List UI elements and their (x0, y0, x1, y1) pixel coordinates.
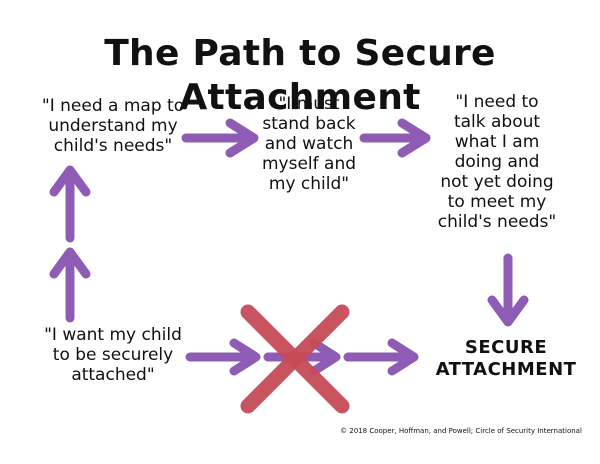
node-line: "I must (278, 94, 340, 114)
node-want-secure: "I want my child to be securely attached… (32, 325, 194, 385)
node-line: child's needs" (53, 136, 173, 156)
node-line: ATTACHMENT (435, 359, 577, 380)
node-secure-attachment: SECURE ATTACHMENT (432, 337, 580, 381)
node-line: "I need to (455, 92, 539, 112)
node-line: to meet my (447, 192, 547, 212)
node-line: understand my (48, 116, 178, 136)
arrow-down-icon (487, 253, 529, 327)
arrow-up-icon (49, 165, 91, 243)
node-line: "I need a map to (41, 96, 185, 116)
copyright-notice: © 2018 Cooper, Hoffman, and Powell; Circ… (340, 427, 582, 435)
node-line: stand back (262, 114, 356, 134)
node-stand-back: "I must stand back and watch myself and … (250, 94, 368, 194)
node-line: and watch (264, 134, 354, 154)
node-line: talk about (453, 112, 541, 132)
arrow-right-icon (343, 338, 419, 376)
node-need-map: "I need a map to understand my child's n… (38, 96, 188, 156)
arrow-group (49, 118, 529, 376)
node-line: doing and (454, 152, 540, 172)
cross-out-icon (240, 304, 350, 414)
node-line: attached" (71, 365, 155, 385)
node-talk-about: "I need to talk about what I am doing an… (418, 92, 576, 232)
node-line: myself and (261, 154, 357, 174)
arrow-right-icon (359, 118, 431, 158)
diagram-title: The Path to Secure Attachment (104, 33, 496, 118)
arrow-up-icon (49, 247, 91, 323)
node-line: SECURE (464, 337, 548, 358)
arrow-right-icon (181, 118, 259, 158)
node-line: "I want my child (44, 325, 182, 345)
arrow-right-icon (185, 338, 261, 376)
node-line: what I am (454, 132, 540, 152)
node-line: to be securely (52, 345, 174, 365)
node-line: my child" (268, 174, 350, 194)
node-line: not yet doing (440, 172, 554, 192)
node-line: child's needs" (437, 212, 557, 232)
